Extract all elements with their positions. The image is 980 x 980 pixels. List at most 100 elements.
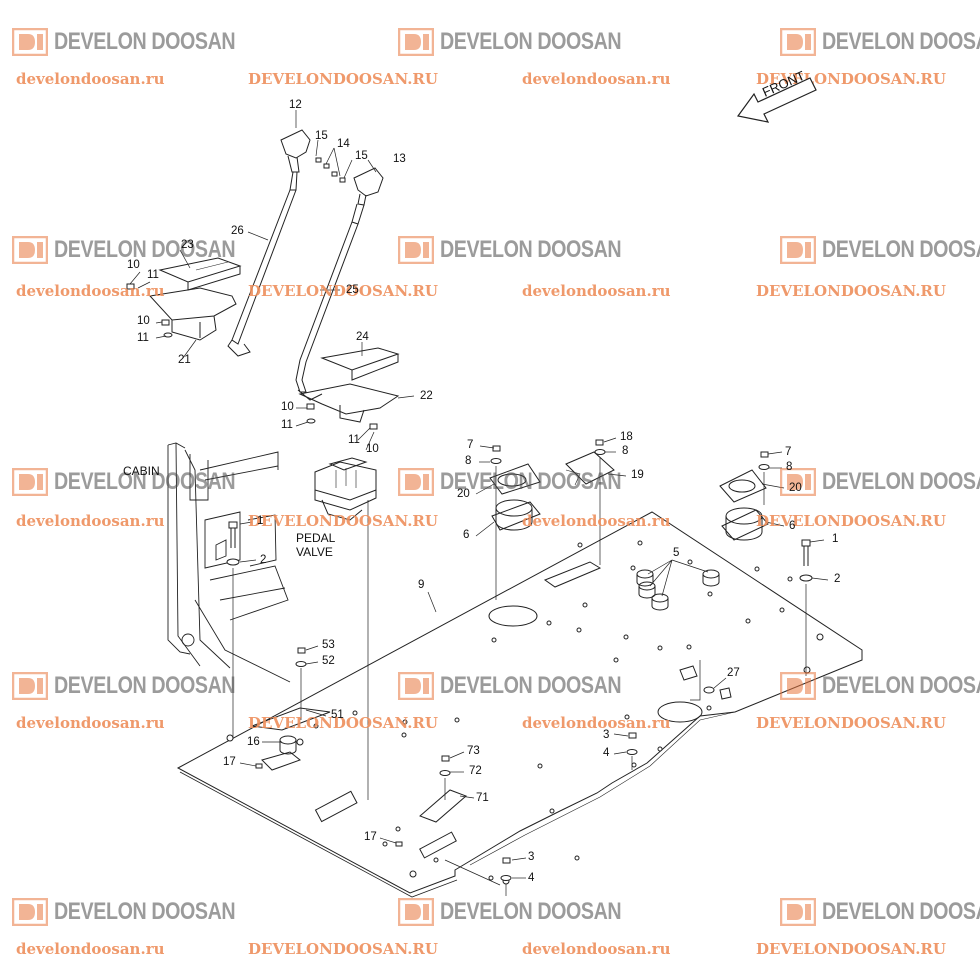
watermark-url: DEVELONDOOSAN.RU: [248, 512, 438, 530]
knob-16: [261, 735, 302, 771]
watermark-brand: DEVELON DOOSAN: [822, 28, 980, 55]
callout-10: 10: [281, 401, 294, 413]
callout-71: 71: [476, 792, 489, 804]
callout-10: 10: [366, 443, 379, 455]
callout-6: 6: [463, 529, 470, 541]
callout-1: 1: [257, 515, 264, 527]
watermark-brand: DEVELON DOOSAN: [440, 672, 622, 699]
callout-23: 23: [181, 239, 194, 251]
callout-12: 12: [289, 99, 302, 111]
callout-3: 3: [528, 851, 535, 863]
mounts-5: [636, 569, 720, 611]
watermark-url: develondoosan.ru: [16, 282, 165, 300]
callout-6: 6: [789, 520, 796, 532]
pedal-valve-label-line1: PEDAL: [296, 531, 336, 545]
develon-logo-icon: [12, 236, 48, 264]
watermark-logo: DEVELON DOOSAN: [12, 28, 275, 56]
watermark-brand: DEVELON DOOSAN: [822, 898, 980, 925]
callout-20: 20: [789, 482, 802, 494]
callout-9: 9: [418, 579, 425, 591]
callout-53: 53: [322, 639, 335, 651]
develon-logo-icon: [780, 28, 816, 56]
develon-logo-icon: [398, 28, 434, 56]
callout-16: 16: [247, 736, 260, 748]
callout-73: 73: [467, 745, 480, 757]
watermark-url: develondoosan.ru: [16, 714, 165, 732]
callout-10: 10: [137, 315, 150, 327]
callout-11: 11: [147, 269, 159, 281]
plate-holes: [226, 540, 824, 885]
arrow-icon: [736, 77, 817, 123]
watermark-url: DEVELONDOOSAN.RU: [756, 714, 946, 732]
watermark-url: DEVELONDOOSAN.RU: [248, 282, 438, 300]
watermark-brand: DEVELON DOOSAN: [440, 468, 622, 495]
watermark-logo: DEVELON DOOSAN: [12, 898, 275, 926]
watermark-logo: DEVELON DOOSAN: [12, 468, 275, 496]
callout-2: 2: [260, 554, 267, 566]
watermark-logo: DEVELON DOOSAN: [12, 672, 275, 700]
watermark-url: DEVELONDOOSAN.RU: [756, 512, 946, 530]
callout-25: 25: [346, 284, 359, 296]
watermark-logo: DEVELON DOOSAN: [398, 468, 661, 496]
watermark-brand: DEVELON DOOSAN: [822, 672, 980, 699]
watermark-brand: DEVELON DOOSAN: [54, 236, 236, 263]
callout-1: 1: [832, 533, 839, 545]
watermark-url: develondoosan.ru: [16, 70, 165, 88]
develon-logo-icon: [12, 28, 48, 56]
fasteners: [126, 157, 813, 881]
callout-17: 17: [364, 831, 377, 843]
watermark-brand: DEVELON DOOSAN: [54, 468, 236, 495]
mount-right: [719, 469, 769, 541]
watermark-logo: DEVELON DOOSAN: [780, 28, 980, 56]
watermark-logo: DEVELON DOOSAN: [780, 898, 980, 926]
callout-22: 22: [420, 390, 433, 402]
watermark-logo: DEVELON DOOSAN: [780, 468, 980, 496]
callout-8: 8: [786, 461, 793, 473]
callout-7: 7: [785, 446, 792, 458]
guide-lines: [232, 458, 807, 896]
callout-72: 72: [469, 765, 482, 777]
callout-10: 10: [127, 259, 140, 271]
callout-51: 51: [331, 709, 344, 721]
pedal-valve-label-line2: VALVE: [296, 545, 333, 559]
develon-logo-icon: [780, 672, 816, 700]
front-direction-arrow: FRONT: [728, 58, 828, 128]
callout-17: 17: [223, 756, 236, 768]
watermark-url: develondoosan.ru: [522, 70, 671, 88]
watermark-url: develondoosan.ru: [16, 940, 165, 958]
watermark-brand: DEVELON DOOSAN: [822, 468, 980, 495]
pedal-left: [149, 257, 242, 341]
plate-19: [565, 451, 615, 486]
cover-51: [251, 707, 331, 731]
callout-11: 11: [348, 434, 360, 446]
watermark-brand: DEVELON DOOSAN: [54, 28, 236, 55]
watermark-logo: DEVELON DOOSAN: [12, 236, 275, 264]
callout-52: 52: [322, 655, 335, 667]
callout-13: 13: [393, 153, 406, 165]
watermark-brand: DEVELON DOOSAN: [440, 28, 622, 55]
callout-27: 27: [727, 667, 740, 679]
watermark-url: develondoosan.ru: [522, 512, 671, 530]
develon-logo-icon: [398, 672, 434, 700]
callout-26: 26: [231, 225, 244, 237]
callout-19: 19: [631, 469, 644, 481]
watermark-url: DEVELONDOOSAN.RU: [248, 714, 438, 732]
watermark-url: DEVELONDOOSAN.RU: [248, 940, 438, 958]
watermark-url: DEVELONDOOSAN.RU: [756, 940, 946, 958]
callout-7: 7: [467, 439, 474, 451]
callout-3: 3: [603, 729, 610, 741]
callout-20: 20: [457, 488, 470, 500]
develon-logo-icon: [398, 898, 434, 926]
leader-lines: [129, 110, 829, 879]
watermark-brand: DEVELON DOOSAN: [54, 898, 236, 925]
callout-4: 4: [603, 747, 610, 759]
callout-21: 21: [178, 354, 191, 366]
callout-8: 8: [622, 445, 629, 457]
develon-logo-icon: [12, 468, 48, 496]
callout-11: 11: [137, 332, 149, 344]
develon-logo-icon: [12, 672, 48, 700]
cabin-label: CABIN: [123, 464, 160, 478]
callout-18: 18: [620, 431, 633, 443]
